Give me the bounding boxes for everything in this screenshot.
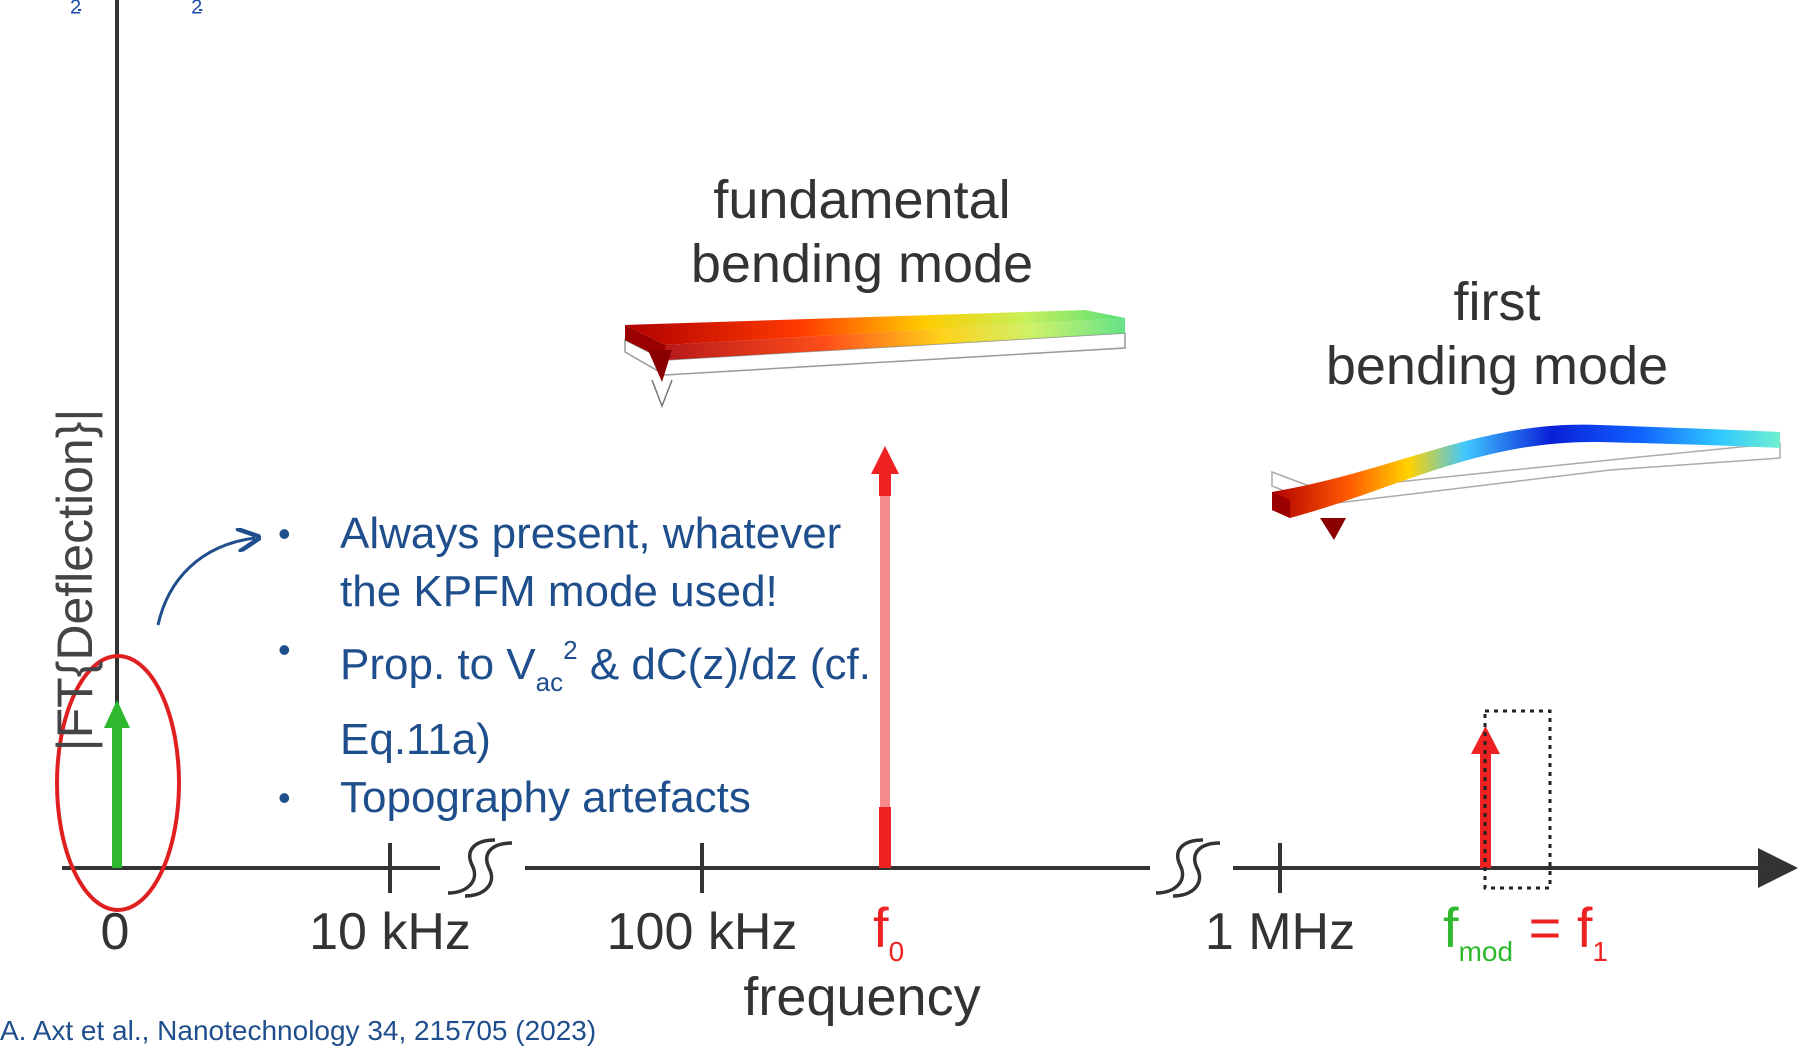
- tick-label-100khz: 100 kHz: [606, 903, 798, 961]
- dc-highlight-ellipse: [55, 654, 181, 912]
- callout-arrow-icon: [156, 538, 255, 626]
- bullet-always-present: •Always present, whatever the KPFM mode …: [278, 509, 842, 616]
- first-mode-label: first bending mode: [1326, 270, 1668, 398]
- f0-label: f0: [873, 896, 905, 967]
- fundamental-cantilever-image: [624, 310, 1126, 409]
- bullet-topography: •Topography artefacts: [278, 773, 751, 822]
- first-cantilever-image: [1271, 424, 1781, 540]
- peak-fmod: [1471, 726, 1500, 868]
- fmod-label: fmod = f1: [1443, 896, 1608, 967]
- bullet-prop: •Prop. to Vac2 & dC(z)/dz (cf.Eq.11a): [278, 629, 871, 764]
- peak-dc: [104, 700, 130, 868]
- tick-label-0: 0: [100, 903, 130, 961]
- citation: A. Axt et al., Nanotechnology 34, 215705…: [0, 1015, 597, 1046]
- first-mode-line1: first: [1453, 272, 1541, 332]
- x-axis-arrow-icon: [1760, 856, 1790, 880]
- first-mode-line2: bending mode: [1325, 336, 1669, 396]
- tick-label-1mhz: 1 MHz: [1204, 903, 1356, 961]
- fundamental-mode-label: fundamental bending mode: [691, 168, 1033, 296]
- x-axis-label: frequency: [743, 967, 981, 1027]
- tick-label-10khz: 10 kHz: [309, 903, 471, 961]
- axis-break-icon-2: [1155, 838, 1221, 898]
- peak-f0: [871, 446, 899, 868]
- diagram-graphics: [55, 0, 1798, 912]
- y-axis-label: |FT{Deflection}|: [47, 408, 103, 752]
- fmod-dotted-box: [1483, 709, 1552, 890]
- fundamental-mode-line2: bending mode: [690, 234, 1034, 294]
- fundamental-mode-line1: fundamental: [713, 170, 1011, 230]
- dc-bullet-list: •Always present, whatever the KPFM mode …: [270, 505, 900, 827]
- axis-break-icon-1: [447, 838, 513, 898]
